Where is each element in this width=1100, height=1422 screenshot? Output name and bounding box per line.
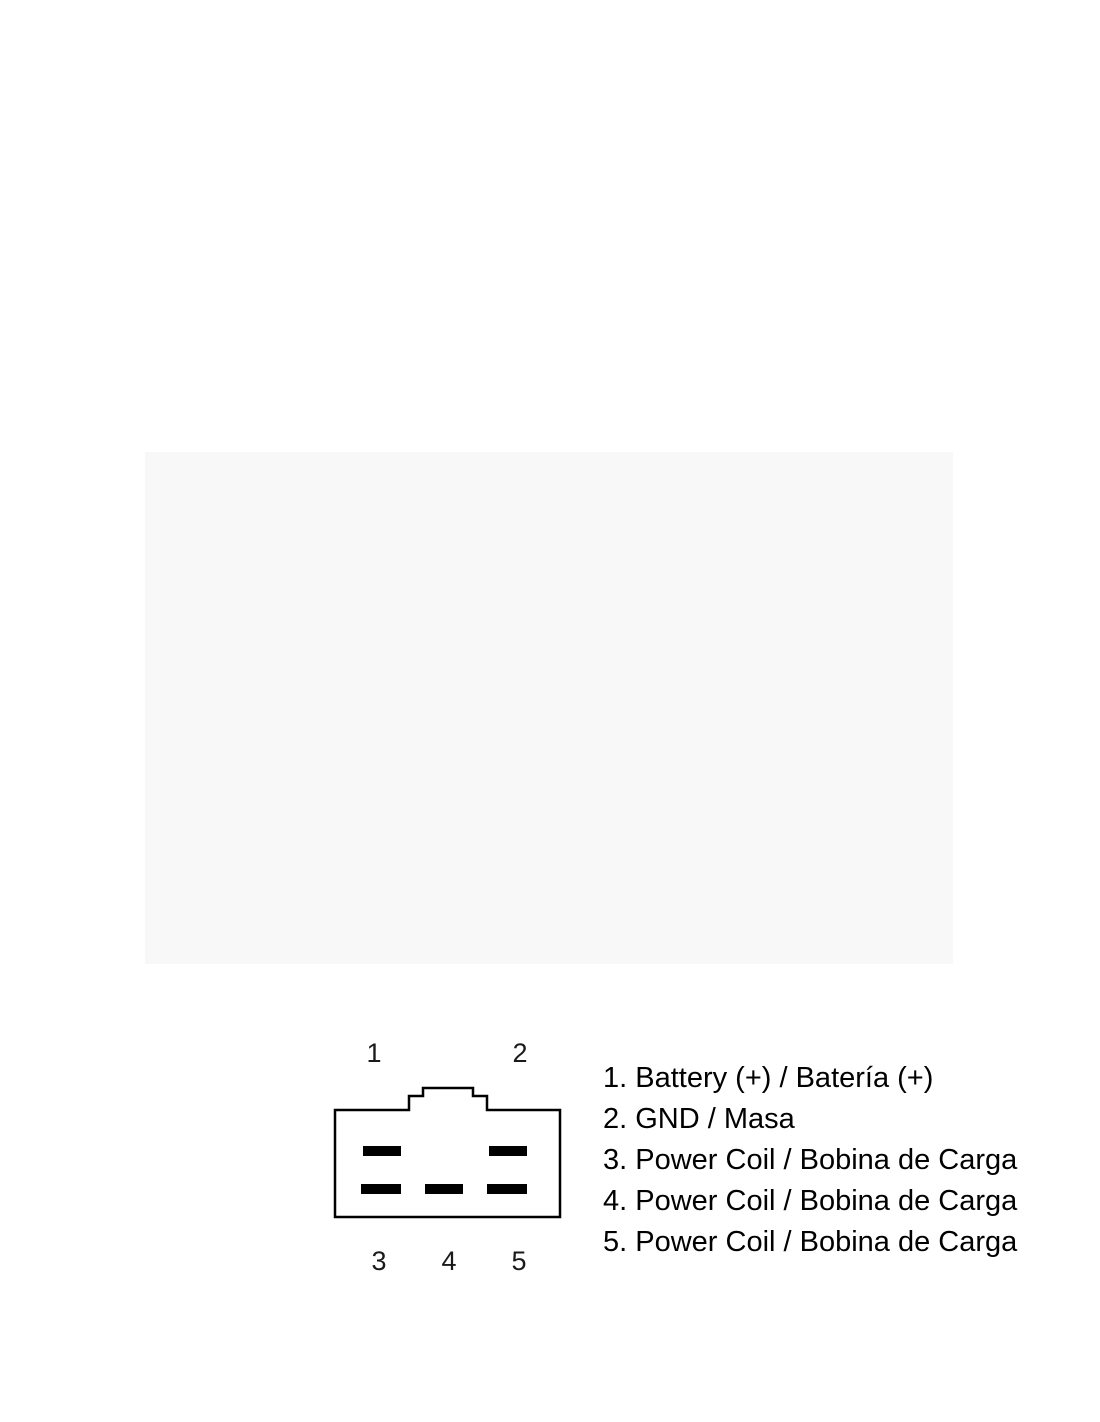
pin-slot-5 xyxy=(487,1184,527,1194)
pin-number-1: 1 xyxy=(366,1038,382,1068)
pin-number-2: 2 xyxy=(512,1038,528,1068)
pin-number-3: 3 xyxy=(371,1246,387,1276)
legend-line-1: 1. Battery (+) / Batería (+) xyxy=(603,1062,934,1094)
pin-slot-1 xyxy=(363,1146,401,1156)
pin-number-4: 4 xyxy=(441,1246,457,1276)
pin-slot-3 xyxy=(361,1184,401,1194)
pin-slot-2 xyxy=(489,1146,527,1156)
pin-slot-4 xyxy=(425,1184,463,1194)
diagram-panel: 1 2 3 4 5 1. Battery (+) / Batería (+) 2… xyxy=(145,452,1017,1275)
legend-line-5: 5. Power Coil / Bobina de Carga xyxy=(603,1226,1018,1258)
connector-diagram xyxy=(333,1086,562,1219)
legend-line-2: 2. GND / Masa xyxy=(603,1103,795,1135)
pin-number-5: 5 xyxy=(511,1246,527,1276)
legend-line-3: 3. Power Coil / Bobina de Carga xyxy=(603,1144,1018,1176)
pin-legend: 1. Battery (+) / Batería (+) 2. GND / Ma… xyxy=(603,1058,1017,1263)
legend-line-4: 4. Power Coil / Bobina de Carga xyxy=(603,1185,1018,1217)
